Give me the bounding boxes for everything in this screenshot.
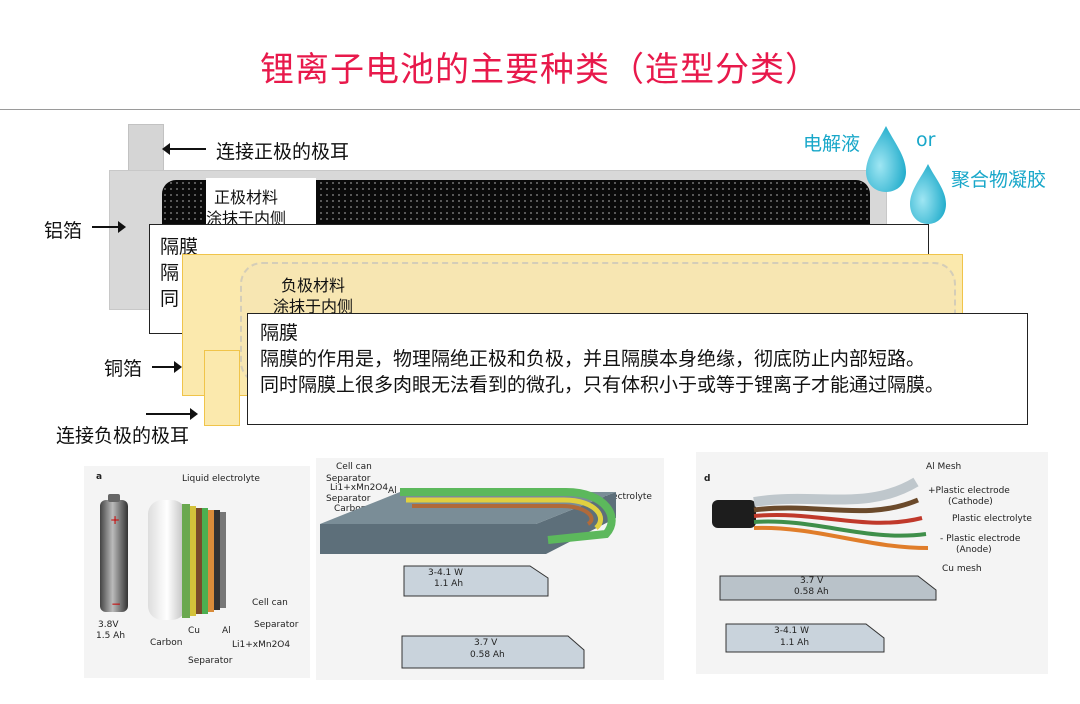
layer-gray [220, 512, 226, 608]
copper-foil-arrow [152, 361, 182, 373]
figure-b-separator-2: Separator [326, 494, 371, 504]
cathode-material-label-bg [206, 178, 316, 228]
anode-material-label-1: 负极材料 [281, 276, 346, 295]
figure-d-letter: d [704, 474, 711, 484]
figure-b-drawing [320, 488, 616, 669]
figure-a-liquid-electrolyte: Liquid electrolyte [182, 474, 260, 484]
figure-a-limno: Li1+xMn2O4 [232, 640, 291, 650]
copper-foil-label: 铜箔 [104, 358, 143, 380]
layer-yellow [190, 506, 196, 616]
separator-description-2: 同时隔膜上很多肉眼无法看到的微孔，只有体积小于或等于锂离子才能通过隔膜。 [260, 374, 945, 396]
figure-d-polymer: d Al Mesh +Plastic electrode (Cathode) P… [696, 452, 1048, 674]
cylinder-cell-top [108, 494, 120, 502]
figure-d-plastic-anode: - Plastic electrode [940, 534, 1021, 544]
negative-tab-arrow [146, 408, 198, 420]
figure-b-carbon: Carbon [334, 504, 367, 514]
figure-a-capacity: 1.5 Ah [96, 631, 126, 641]
polymer-layer-mesh [753, 477, 919, 507]
figure-b-separator: Separator [326, 474, 371, 484]
prismatic-block [320, 492, 616, 554]
minus-sign: − [111, 597, 121, 611]
polymer-layer-electrolyte-red [753, 512, 923, 525]
figure-b-cell2-voltage: 3.7 V [474, 638, 498, 648]
figure-a-separator-right: Separator [254, 620, 299, 630]
figure-b-limno: Li1+xMn2O4 [330, 483, 389, 493]
positive-tab-arrow [162, 143, 206, 155]
pouch-cell-2 [401, 635, 585, 669]
layer-orange [208, 510, 214, 612]
cathode-material-label-2: 涂抹于内侧 [206, 209, 287, 228]
figure-b-prismatic: Cell can Separator Li1+xMn2O4 Al Separat… [316, 458, 664, 680]
figure-d-cu-mesh: Cu mesh [942, 564, 982, 574]
figure-b-cell1-capacity: 1.1 Ah [434, 579, 464, 589]
figure-a-cu: Cu [188, 626, 200, 636]
title-divider [0, 109, 1080, 110]
figure-d-cell2-capacity: 1.1 Ah [780, 638, 810, 648]
cathode-material-label-1: 正极材料 [214, 188, 279, 207]
polymer-layer-cathode [753, 497, 919, 514]
or-label: or [916, 129, 936, 151]
figure-a-cylindrical: a Liquid electrolyte + − 3.8V 1.5 Ah Cel… [84, 466, 310, 678]
electrode-stack-yellow [406, 497, 603, 530]
layer-green [182, 504, 190, 618]
figure-d-al-mesh: Al Mesh [926, 462, 962, 472]
figure-b-cell1-voltage: 3-4.1 W [428, 568, 464, 578]
figure-d-cathode: (Cathode) [948, 497, 993, 507]
figure-d-anode: (Anode) [956, 545, 992, 555]
separator-heading: 隔膜 [260, 322, 299, 344]
figure-b-cell-can: Cell can [336, 462, 372, 472]
pouch-cell-1 [403, 565, 549, 597]
figure-a-drawing: + − [100, 494, 226, 620]
cut-cell-body [148, 500, 186, 620]
negative-tab [204, 350, 240, 426]
layer-brown [196, 508, 202, 614]
polymer-cell-1 [719, 575, 937, 601]
separator-description-1: 隔膜的作用是，物理隔绝正极和负极，并且隔膜本身绝缘，彻底防止内部短路。 [260, 348, 926, 370]
negative-tab-label: 连接负极的极耳 [56, 425, 190, 447]
electrode-stack-green [400, 488, 616, 544]
plus-sign: + [110, 513, 120, 527]
figure-a-carbon: Carbon [150, 638, 183, 648]
figure-a-separator-bottom: Separator [188, 656, 233, 666]
polymer-layer-anode [753, 525, 929, 550]
figure-d-cell1-voltage: 3.7 V [800, 576, 824, 586]
figure-a-letter: a [96, 472, 103, 482]
electrolyte-drop-icon [866, 126, 906, 192]
electrode-stack-brown [412, 504, 594, 526]
electrolyte-drops [866, 126, 946, 224]
separator-back-label-1: 隔膜 [160, 236, 199, 258]
figure-d-plastic-electrolyte: Plastic electrolyte [952, 514, 1032, 524]
separator-back-label-2: 隔 [160, 262, 180, 284]
page-title: 锂离子电池的主要种类（造型分类） [260, 50, 820, 90]
layer-green-2 [202, 508, 208, 614]
polymer-cell-2 [725, 623, 885, 653]
polymer-clamp [712, 500, 756, 528]
figure-a-cell-can: Cell can [252, 598, 288, 608]
figure-d-cell2-voltage: 3-4.1 W [774, 626, 810, 636]
anode-material-label-2: 涂抹于内侧 [273, 297, 354, 316]
aluminum-foil-label: 铝箔 [44, 220, 83, 242]
polymer-gel-label: 聚合物凝胶 [951, 169, 1047, 191]
layer-dark [214, 510, 220, 610]
polymer-layer-electrolyte-green [753, 519, 927, 538]
figure-d-drawing [712, 477, 937, 653]
figure-d-cell1-capacity: 0.58 Ah [794, 587, 829, 597]
cylinder-cell [100, 500, 128, 612]
figure-a-voltage: 3.8V [98, 620, 119, 630]
figure-a-al: Al [222, 626, 231, 636]
figure-b-cell2-capacity: 0.58 Ah [470, 650, 505, 660]
gel-drop-icon [910, 164, 946, 224]
aluminum-foil-arrow [92, 221, 126, 233]
separator-front-layer: 隔膜 隔膜的作用是，物理隔绝正极和负极，并且隔膜本身绝缘，彻底防止内部短路。 同… [247, 313, 1028, 425]
figure-d-plastic-cathode: +Plastic electrode [928, 486, 1010, 496]
electrolyte-label: 电解液 [803, 133, 861, 155]
figure-b-al: Al [388, 486, 397, 496]
separator-back-label-3: 同 [160, 288, 180, 310]
positive-tab-label: 连接正极的极耳 [216, 141, 350, 163]
